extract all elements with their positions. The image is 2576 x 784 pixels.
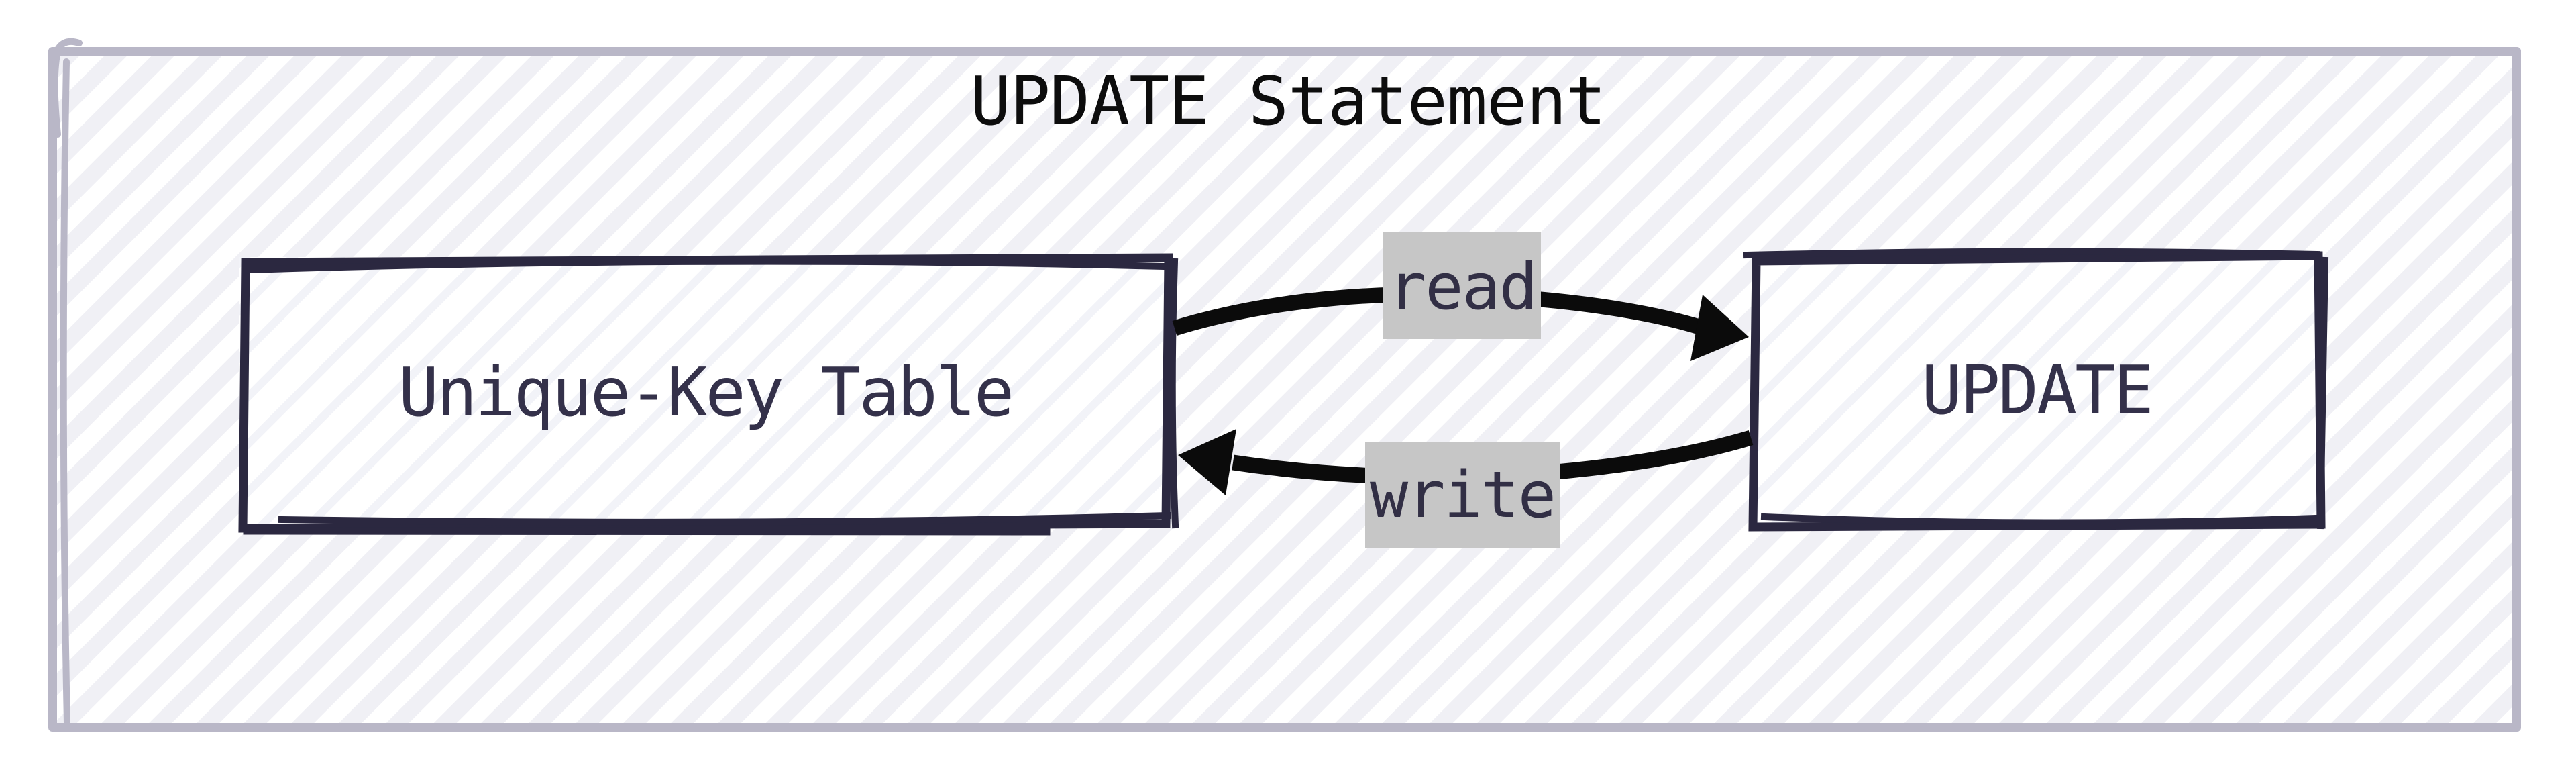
node-label-unique-key-table: Unique-Key Table [398, 352, 1014, 432]
diagram-title: UPDATE Statement [970, 62, 1606, 140]
edge-label-read: read [1383, 232, 1541, 339]
edge-label-write: write [1365, 442, 1560, 548]
node-label-update: UPDATE [1921, 350, 2153, 430]
